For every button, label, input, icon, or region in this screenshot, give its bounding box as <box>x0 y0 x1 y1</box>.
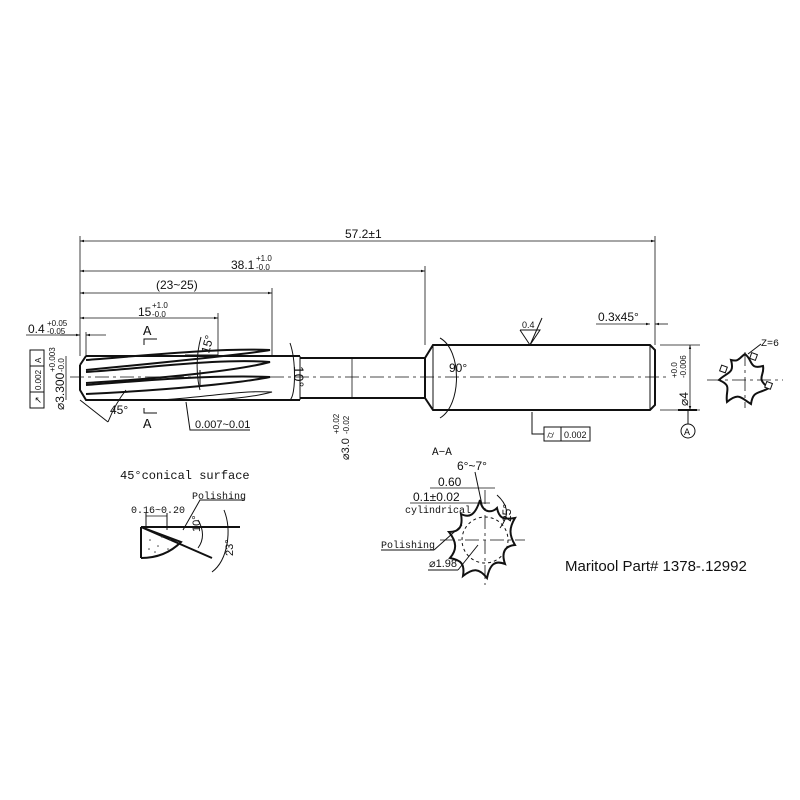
tol-upper: +1.0 <box>256 254 272 263</box>
back-taper-label: 0.007~0.01 <box>195 419 250 431</box>
section-polishing-label: Polishing <box>381 540 435 552</box>
neck-diameter-label: ⌀3.0 <box>340 438 352 460</box>
flute-length-label: 15 <box>138 305 152 319</box>
dimension-overall: 57.2±1 <box>80 227 655 243</box>
shank-chamfer-angle: 90° <box>439 337 467 419</box>
section-marker-bottom: A <box>143 408 157 433</box>
angle-10-label: 10° <box>191 515 203 532</box>
cut-diameter-dim: ⌀3.300 +0.003 -0.0 <box>48 347 67 410</box>
stipple <box>148 536 171 553</box>
helix-angle: 15° <box>185 333 218 391</box>
margin-label: 0.1±0.02 <box>413 490 460 504</box>
cylindricity-icon: ⌭ <box>547 430 555 441</box>
end-chamfer-label: 0.3x45° <box>598 310 639 324</box>
tol-lower: -0.02 <box>342 415 351 434</box>
taper-angle-label: 10° <box>291 366 307 387</box>
shank-diameter-dim: ⌀4 +0.0 -0.006 <box>660 344 700 411</box>
conical-surface-detail: 45°conical surface 0.16~0.20 Polishing 1… <box>120 469 250 573</box>
flute-count-label: Z=6 <box>761 339 779 350</box>
core-diameter-label: ⌀1.98 <box>429 558 457 570</box>
tol-upper: +0.0 <box>670 362 679 378</box>
part-number-label: Maritool Part# 1378-.12992 <box>565 558 747 575</box>
tol-upper: +1.0 <box>152 301 168 310</box>
tol-lower: -0.0 <box>57 358 66 372</box>
runout-icon: ↗ <box>33 396 43 404</box>
tol-lower: -0.006 <box>679 355 688 378</box>
relief-angle-label: 25° <box>500 504 514 522</box>
end-chamfer: 0.3x45° <box>596 310 668 326</box>
tol-lower: -0.0 <box>152 310 166 319</box>
section-marker-top: A <box>143 324 157 345</box>
polishing-label: Polishing <box>192 491 246 503</box>
section-label: A <box>143 324 152 340</box>
dimension-38: 38.1 +1.0 -0.0 <box>80 254 425 273</box>
roughness-symbol: 0.4 <box>519 317 543 346</box>
tol-upper: +0.003 <box>48 347 57 372</box>
land-width-label: 0.60 <box>438 475 462 489</box>
end-view <box>707 343 783 408</box>
datum-a: A <box>678 409 697 439</box>
chamfer-angle: 45° <box>79 389 128 423</box>
section-title: A−A <box>432 447 452 459</box>
tol-upper: +0.02 <box>332 413 341 434</box>
section-view-aa: A−A 6°~7° 0.60 0.1±0.02 cylindrical 25° … <box>381 447 525 585</box>
flute-to-shank-label: 38.1 <box>231 258 255 272</box>
cut-diameter-label: ⌀3.300 <box>53 372 67 410</box>
back-taper: 0.007~0.01 <box>185 401 250 431</box>
helix-angle-label: 15° <box>198 333 216 354</box>
tol-upper: +0.05 <box>47 319 68 328</box>
conical-detail-title: 45°conical surface <box>120 469 250 483</box>
taper-angle: 10° <box>289 342 307 401</box>
chamfer-label: 0.4 <box>28 322 45 336</box>
angle-23-label: 23° <box>224 539 236 556</box>
rake-angle-label: 6°~7° <box>457 459 487 473</box>
section-label: A <box>143 417 152 433</box>
land-label: 0.16~0.20 <box>131 506 185 517</box>
shank-diameter-label: ⌀4 <box>677 392 691 406</box>
neck-diameter-dim: ⌀3.0 +0.02 -0.02 <box>332 358 353 460</box>
chamfer-angle-label: 45° <box>110 403 128 417</box>
dimension-chamfer: 0.4 +0.05 -0.05 <box>26 319 106 356</box>
runout-value: 0.002 <box>34 369 43 390</box>
cylindrical-label: cylindrical <box>405 505 471 517</box>
shank-chamfer-angle-label: 90° <box>449 361 467 375</box>
cylindricity-frame: ⌭ 0.002 <box>531 412 591 442</box>
dimension-flute-range: (23~25) <box>80 278 272 295</box>
runout-frame: ↗ 0.002 A <box>29 349 45 409</box>
cylindricity-value: 0.002 <box>564 430 587 440</box>
flute-range-label: (23~25) <box>156 278 198 292</box>
datum-label: A <box>684 428 690 439</box>
roughness-value: 0.4 <box>522 320 535 330</box>
tol-lower: -0.0 <box>256 263 270 272</box>
extension-lines <box>79 236 656 356</box>
reamer-body <box>79 344 656 411</box>
runout-datum: A <box>34 357 43 363</box>
dimension-flute-length: 15 +1.0 -0.0 <box>80 301 218 320</box>
overall-length-label: 57.2±1 <box>345 227 382 241</box>
tol-lower: -0.05 <box>47 327 66 336</box>
